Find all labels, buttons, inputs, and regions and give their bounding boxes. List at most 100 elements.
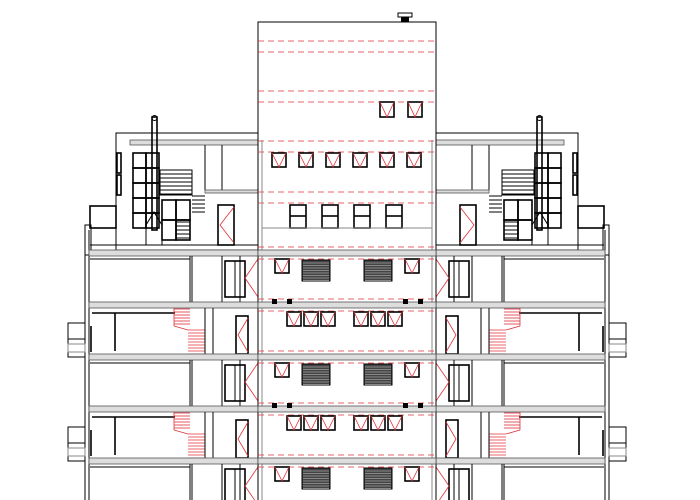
glazed-screen bbox=[132, 152, 160, 229]
glass-pane bbox=[547, 167, 562, 184]
roof-slab bbox=[435, 139, 565, 146]
stair-stringer bbox=[505, 325, 521, 331]
window-opening-mark bbox=[387, 311, 403, 327]
window-icon bbox=[303, 415, 319, 431]
door-icon bbox=[235, 315, 249, 355]
window-frame bbox=[404, 362, 420, 378]
door-swing-mark bbox=[244, 466, 259, 500]
floor-slab bbox=[88, 249, 259, 257]
window-frame bbox=[352, 152, 368, 168]
window-icon bbox=[404, 362, 420, 378]
chimney-cap bbox=[151, 115, 158, 121]
window-frame bbox=[370, 415, 386, 431]
railing-frame bbox=[501, 169, 535, 196]
glass-pane bbox=[132, 167, 147, 184]
window-opening-mark bbox=[274, 466, 290, 482]
window-frame bbox=[271, 152, 287, 168]
door-swing-mark bbox=[435, 258, 450, 298]
window-opening-mark bbox=[286, 415, 302, 431]
window-opening-mark bbox=[379, 101, 395, 118]
window-opening-mark bbox=[353, 311, 369, 327]
floor-slab bbox=[435, 249, 606, 257]
window-opening-mark bbox=[303, 415, 319, 431]
slit-window bbox=[572, 152, 578, 174]
louver-vent bbox=[301, 363, 331, 386]
door-icon bbox=[459, 204, 477, 246]
central-tower bbox=[257, 12, 437, 500]
window-opening-mark bbox=[303, 311, 319, 327]
planter-base bbox=[608, 343, 627, 353]
door-swing-mark bbox=[445, 421, 457, 457]
floor-slab bbox=[88, 301, 259, 309]
door-swing-mark bbox=[237, 421, 249, 457]
window-frame bbox=[387, 415, 403, 431]
glass-pane bbox=[175, 219, 191, 241]
floor-slab bbox=[257, 457, 437, 465]
floor-slab bbox=[88, 457, 259, 465]
glass-pane bbox=[175, 199, 191, 221]
window-icon bbox=[325, 152, 341, 168]
planter-box bbox=[608, 426, 627, 462]
roof-slab bbox=[129, 139, 259, 146]
window-icon bbox=[353, 415, 369, 431]
window-icon bbox=[404, 258, 420, 274]
floor-slab bbox=[88, 353, 259, 361]
stair-stringer bbox=[505, 429, 521, 435]
door-swing-mark bbox=[445, 317, 457, 353]
chimney-flue bbox=[401, 17, 409, 22]
planter-box bbox=[67, 426, 86, 462]
window-frame bbox=[325, 152, 341, 168]
door-swing-mark bbox=[244, 258, 259, 298]
stair-stringer bbox=[173, 429, 189, 435]
glass-pane bbox=[161, 199, 177, 221]
door-swing-mark bbox=[435, 362, 450, 402]
floor-slab bbox=[435, 457, 606, 465]
window-frame bbox=[320, 415, 336, 431]
louver-vent bbox=[301, 259, 331, 282]
planter-base bbox=[67, 343, 86, 353]
rooftop-box bbox=[577, 205, 605, 229]
chimney-cap bbox=[536, 115, 543, 121]
railing-frame bbox=[159, 169, 193, 196]
glass-pane bbox=[547, 212, 562, 229]
planter-box bbox=[608, 322, 627, 358]
door-swing-mark bbox=[237, 317, 249, 353]
glass-pane bbox=[517, 219, 533, 241]
glass-pane bbox=[161, 219, 177, 241]
window-frame bbox=[370, 311, 386, 327]
window-icon bbox=[370, 415, 386, 431]
terrace-slab bbox=[435, 189, 490, 194]
window-opening-mark bbox=[274, 258, 290, 274]
window-icon bbox=[406, 152, 422, 168]
chimney-icon bbox=[397, 12, 413, 22]
terrace-slab bbox=[204, 189, 259, 194]
glass-pane bbox=[534, 212, 549, 229]
glass-pane bbox=[547, 197, 562, 214]
window-icon bbox=[271, 152, 287, 168]
roof-stair-railing bbox=[159, 169, 205, 239]
window-icon bbox=[353, 204, 371, 229]
window-icon bbox=[353, 311, 369, 327]
window-opening-mark bbox=[325, 152, 341, 168]
window-opening-mark bbox=[379, 152, 395, 168]
window-icon bbox=[274, 258, 290, 274]
window-icon bbox=[286, 311, 302, 327]
right-wing bbox=[435, 115, 627, 500]
anchor-block bbox=[287, 299, 292, 304]
roof-stair-railing bbox=[489, 169, 535, 239]
planter-box bbox=[67, 322, 86, 358]
window-opening-mark bbox=[370, 415, 386, 431]
louver-vent bbox=[363, 363, 393, 386]
anchor-block bbox=[403, 403, 408, 408]
stair-icon bbox=[173, 412, 205, 459]
window-icon bbox=[379, 152, 395, 168]
window-opening-mark bbox=[404, 362, 420, 378]
glass-pane bbox=[503, 219, 519, 241]
floor-slab bbox=[88, 405, 259, 413]
stair-icon bbox=[489, 412, 521, 459]
glass-pane bbox=[132, 152, 147, 169]
glazed-screen bbox=[534, 152, 562, 229]
door-swing-mark bbox=[459, 206, 475, 244]
balcony-planter bbox=[608, 426, 627, 462]
window-icon bbox=[298, 152, 314, 168]
